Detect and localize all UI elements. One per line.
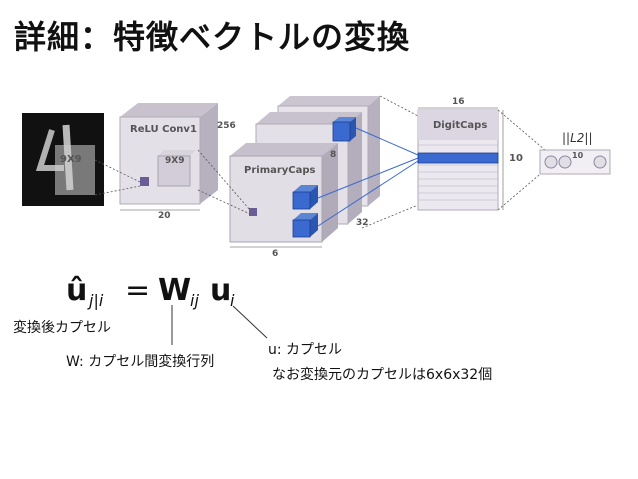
- u-note-annotation: なお変換元のカプセルは6x6x32個: [272, 367, 493, 383]
- primary-depth-label: 8: [330, 150, 336, 160]
- digit-dim-label: 16: [452, 97, 465, 107]
- primary-size-label: 6: [272, 249, 278, 259]
- primarycaps-label: PrimaryCaps: [244, 165, 316, 176]
- norm-count-label: 10: [572, 151, 584, 160]
- digit-count-label: 10: [509, 153, 523, 164]
- u-hat-symbol: û: [66, 273, 87, 308]
- relu-size-label: 20: [158, 211, 171, 221]
- w-annotation: W: カプセル間変換行列: [66, 354, 215, 370]
- digitcaps-label: DigitCaps: [433, 120, 487, 131]
- u-hat-annotation: 変換後カプセル: [13, 320, 111, 336]
- w-symbol: W: [158, 273, 191, 308]
- u-subscript: i: [230, 291, 235, 310]
- relu-depth-label: 256: [217, 121, 236, 131]
- primarycaps-layer: PrimaryCaps 8 32 6: [229, 96, 380, 259]
- l2-norm-output: ||L2|| 10: [539, 131, 611, 175]
- relu-conv1-label: ReLU Conv1: [130, 124, 197, 135]
- norm-label: ||L2||: [562, 131, 593, 145]
- input-image: 9X9: [22, 113, 104, 206]
- relu-conv1-layer: ReLU Conv1 256 9X9 20: [119, 103, 236, 221]
- w-subscript: ij: [190, 291, 199, 310]
- u-symbol: u: [210, 273, 231, 308]
- input-kernel-label: 9X9: [60, 154, 82, 165]
- slide-title: 詳細：特徴ベクトルの変換: [14, 18, 411, 56]
- u-hat-subscript: j|i: [87, 291, 104, 310]
- relu-kernel-label: 9X9: [165, 156, 184, 166]
- digitcaps-layer: DigitCaps 16 10: [417, 97, 523, 211]
- u-pointer-line: [232, 305, 268, 339]
- u-annotation: u: カプセル: [268, 342, 343, 358]
- primary-channels-label: 32: [356, 218, 369, 228]
- equation: û j|i = W ij u i: [66, 273, 235, 310]
- equals-sign: =: [125, 273, 150, 308]
